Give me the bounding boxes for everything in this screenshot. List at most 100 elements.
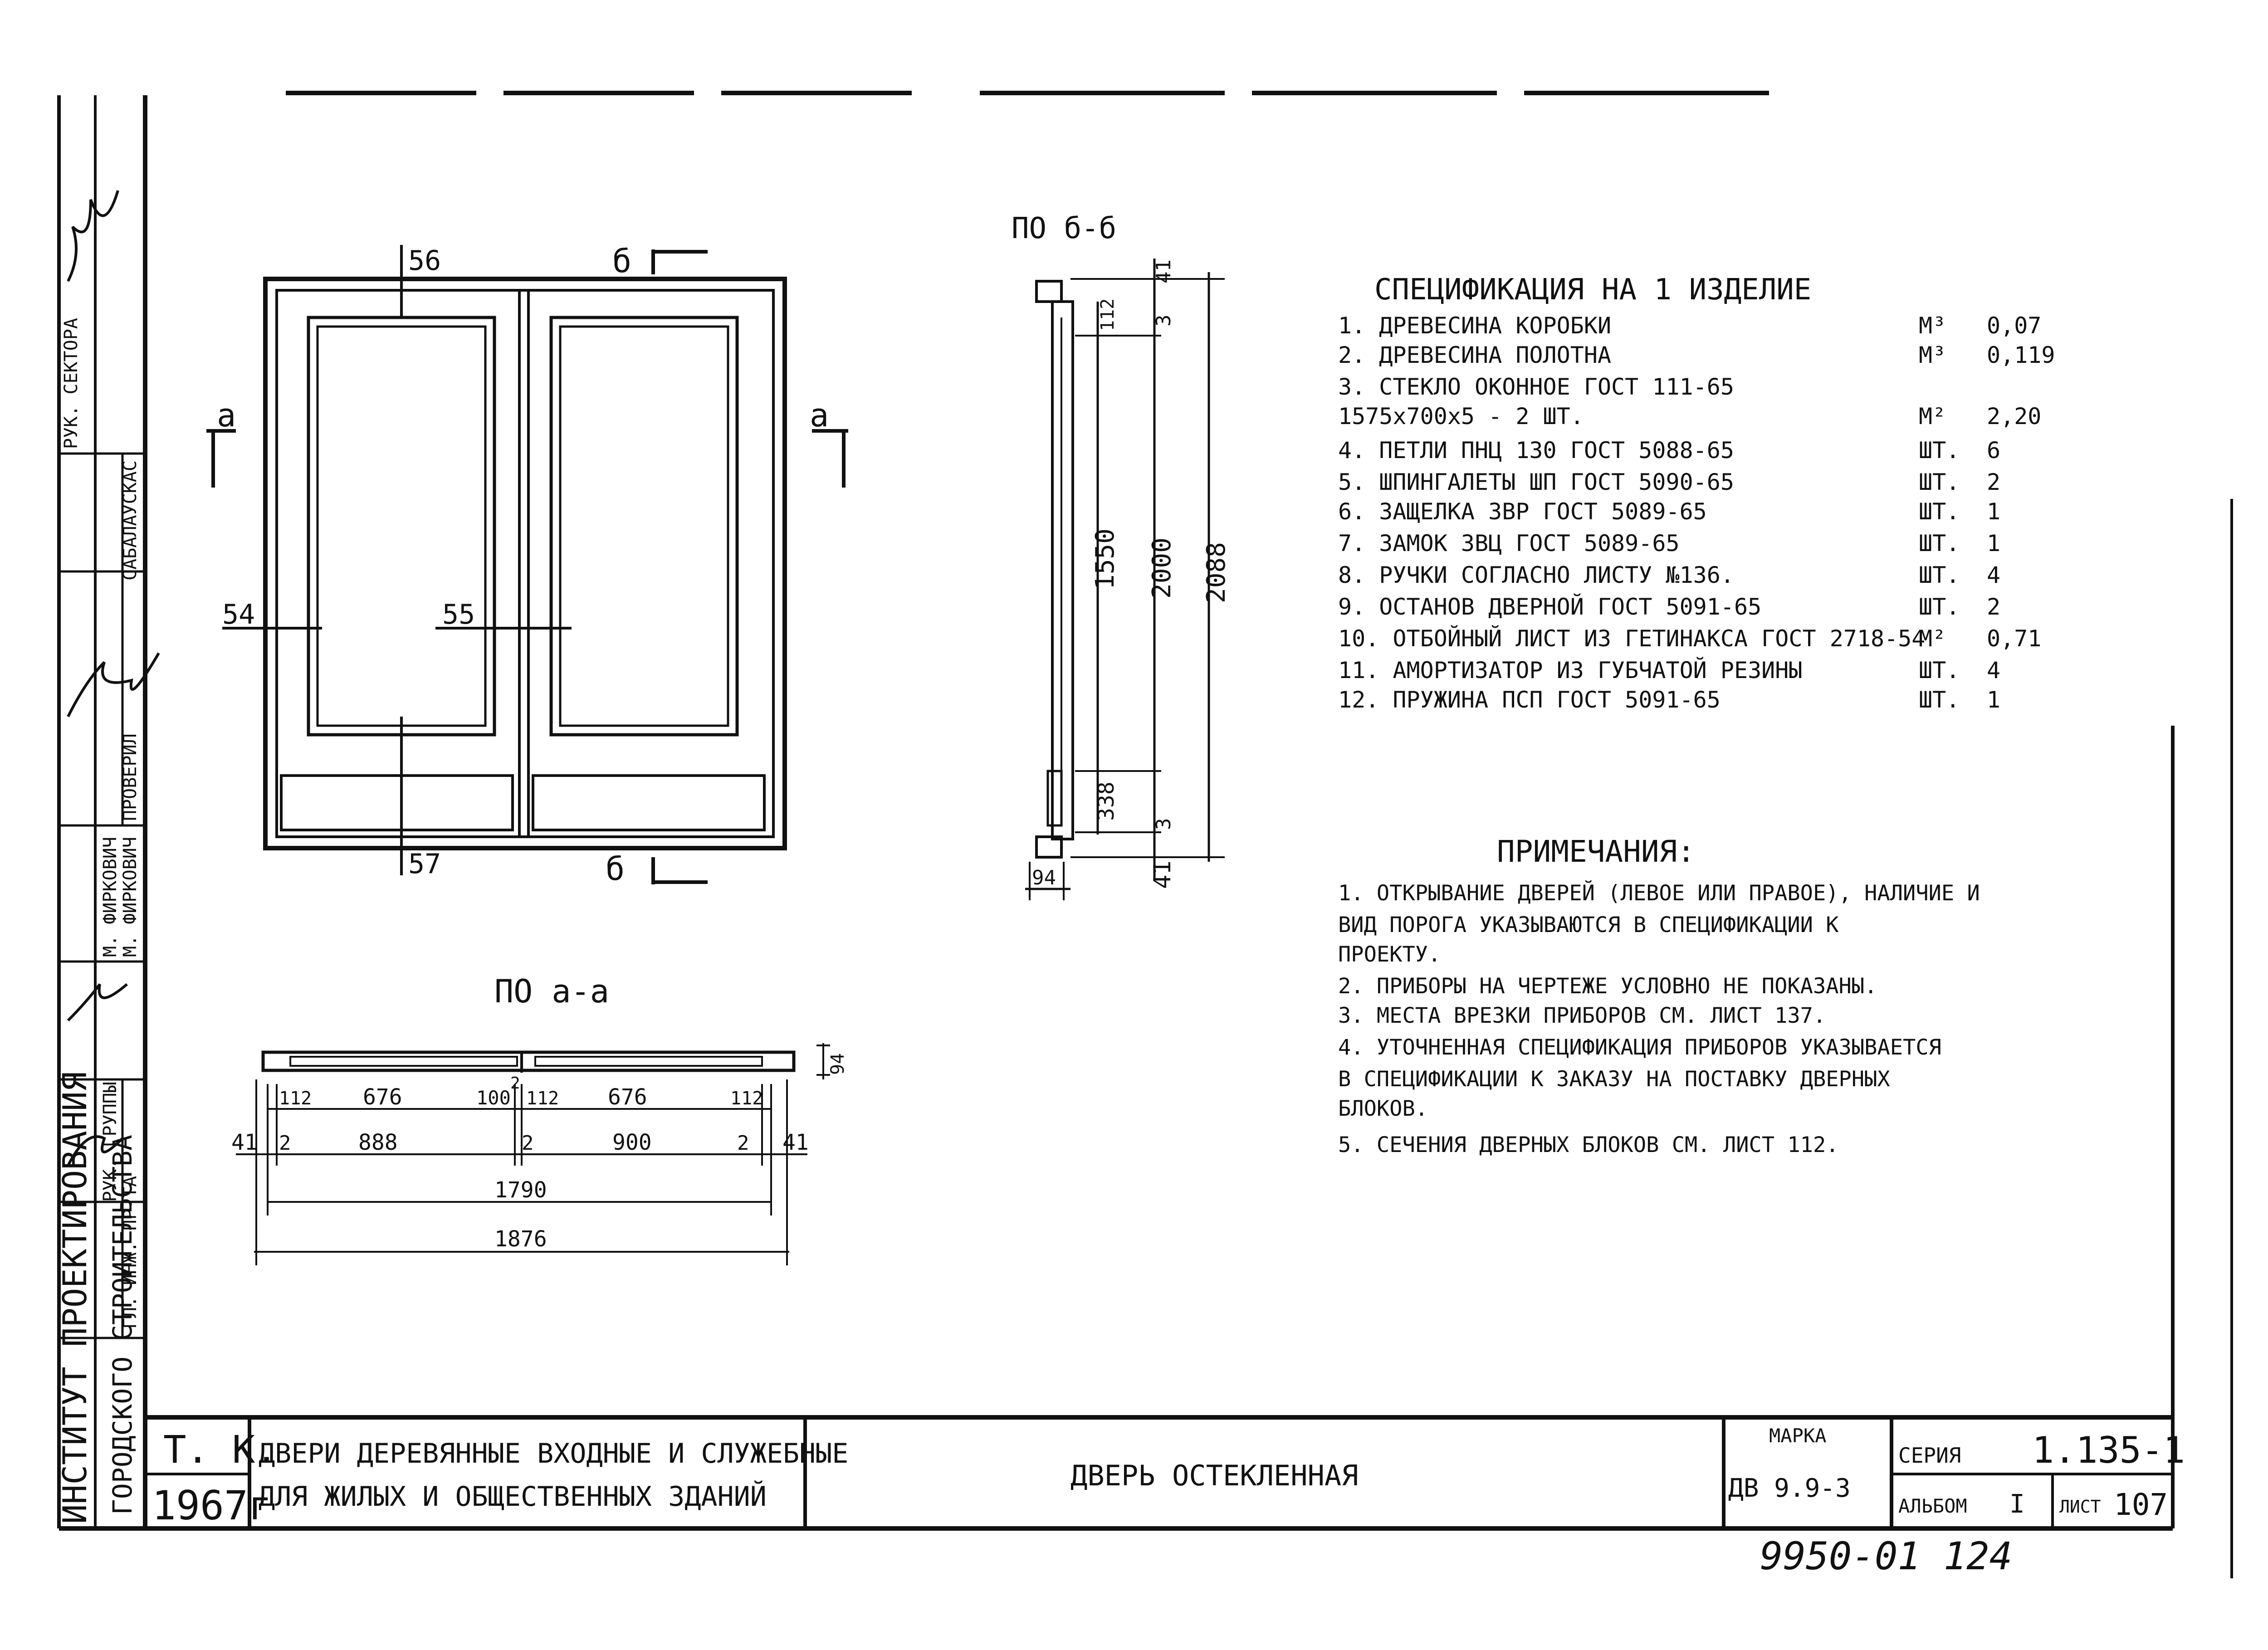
signature-marks xyxy=(67,190,160,1167)
aa-dim-112-a: 112 xyxy=(279,1088,312,1109)
spec-item: 12. ПРУЖИНА ПСП ГОСТ 5091-65 xyxy=(1338,687,1721,713)
note-line: В СПЕЦИФИКАЦИИ К ЗАКАЗУ НА ПОСТАВКУ ДВЕР… xyxy=(1338,1067,1890,1092)
bb-dim-41-top: 41 xyxy=(1152,259,1175,283)
spec-item: 1. ДРЕВЕСИНА КОРОБКИ xyxy=(1338,312,1611,339)
aa-dim-2-top: 2 xyxy=(510,1074,520,1093)
bb-dim-3-bottom: 3 xyxy=(1152,818,1175,830)
section-bb-title: ПО б-б xyxy=(1012,212,1116,245)
spec-item: 10. ОТБОЙНЫЙ ЛИСТ ИЗ ГЕТИНАКСА ГОСТ 2718… xyxy=(1338,625,1925,652)
spec-item: 2. ДРЕВЕСИНА ПОЛОТНА xyxy=(1338,342,1611,368)
spec-unit: М³ xyxy=(1919,342,1946,368)
spec-unit: ШТ. xyxy=(1919,530,1960,557)
aa-dim-2-a: 2 xyxy=(279,1132,291,1155)
note-line: ВИД ПОРОГА УКАЗЫВАЮТСЯ В СПЕЦИФИКАЦИИ К xyxy=(1338,913,1839,937)
note-line: БЛОКОВ. xyxy=(1338,1096,1428,1121)
side-role-4: ПРОВЕРИЛ xyxy=(120,733,141,821)
spec-unit: ШТ. xyxy=(1919,437,1960,464)
side-role-5: САБАЛАУСКАС xyxy=(120,460,141,581)
stamp-title-line1: ДВЕРИ ДЕРЕВЯННЫЕ ВХОДНЫЕ И СЛУЖЕБНЫЕ xyxy=(259,1438,848,1469)
spec-qty: 0,119 xyxy=(1987,342,2055,368)
elev-label-54: 54 xyxy=(222,599,255,630)
sheet-frame xyxy=(57,95,2233,1578)
aa-dim-94: 94 xyxy=(827,1053,848,1075)
spec-qty: 0,71 xyxy=(1987,625,2041,652)
stamp-album-label: АЛЬБОМ xyxy=(1898,1495,1967,1517)
stamp-drawing-name: ДВЕРЬ ОСТЕКЛЕННАЯ xyxy=(1070,1459,1359,1492)
spec-unit: ШТ. xyxy=(1919,562,1960,588)
spec-qty: 1 xyxy=(1987,498,2000,525)
spec-qty: 2 xyxy=(1987,594,2000,620)
bb-dim-2000: 2000 xyxy=(1147,537,1177,599)
bb-dim-94: 94 xyxy=(1032,866,1056,889)
spec-qty: 1 xyxy=(1987,687,2000,713)
stamp-tk: Т. К. xyxy=(163,1427,278,1472)
spec-qty: 4 xyxy=(1987,562,2000,588)
aa-dim-112-b: 112 xyxy=(526,1088,559,1109)
note-line: 2. ПРИБОРЫ НА ЧЕРТЕЖЕ УСЛОВНО НЕ ПОКАЗАН… xyxy=(1338,974,1877,999)
cut-b-top: б xyxy=(612,243,631,280)
spec-item: 5. ШПИНГАЛЕТЫ ШП ГОСТ 5090-65 xyxy=(1338,469,1734,495)
spec-item: 11. АМОРТИЗАТОР ИЗ ГУБЧАТОЙ РЕЗИНЫ xyxy=(1338,657,1803,683)
aa-dim-676-b: 676 xyxy=(608,1084,647,1110)
note-line: 1. ОТКРЫВАНИЕ ДВЕРЕЙ (ЛЕВОЕ ИЛИ ПРАВОЕ),… xyxy=(1338,881,1980,906)
spec-unit: М² xyxy=(1919,625,1946,652)
cut-a-right: а xyxy=(810,397,829,434)
spec-item: 7. ЗАМОК ЗВЦ ГОСТ 5089-65 xyxy=(1338,530,1680,557)
notes-list: 1. ОТКРЫВАНИЕ ДВЕРЕЙ (ЛЕВОЕ ИЛИ ПРАВОЕ),… xyxy=(1338,881,1980,1157)
spec-qty: 2,20 xyxy=(1987,403,2041,430)
stamp-seria-value: 1.135-1 xyxy=(2032,1429,2185,1471)
stamp-marka-label: МАРКА xyxy=(1769,1425,1826,1447)
elev-label-55: 55 xyxy=(442,599,475,630)
aa-dim-676-a: 676 xyxy=(363,1084,402,1110)
notes-title: ПРИМЕЧАНИЯ: xyxy=(1497,834,1695,869)
door-elevation xyxy=(206,245,848,884)
spec-qty: 4 xyxy=(1987,657,2000,683)
bb-dim-338: 338 xyxy=(1094,781,1119,821)
stamp-sheet-value: 107 xyxy=(2114,1487,2168,1522)
section-bb-drawing xyxy=(1025,259,1225,900)
aa-dim-41-right: 41 xyxy=(782,1130,809,1155)
side-institute: ИНСТИТУТ ПРОЕКТИРОВАНИЯ xyxy=(56,1072,94,1524)
side-role-2: М. ФИРКОВИЧ xyxy=(100,837,121,957)
spec-item: 4. ПЕТЛИ ПНЦ 130 ГОСТ 5088-65 xyxy=(1338,437,1734,464)
spec-unit: ШТ. xyxy=(1919,687,1960,713)
spec-item: 3. СТЕКЛО ОКОННОЕ ГОСТ 111-65 xyxy=(1338,374,1734,400)
note-line: 3. МЕСТА ВРЕЗКИ ПРИБОРОВ СМ. ЛИСТ 137. xyxy=(1338,1003,1826,1028)
spec-item: 1575х700х5 - 2 ШТ. xyxy=(1338,403,1584,430)
spec-qty: 0,07 xyxy=(1987,312,2041,339)
title-block xyxy=(145,1415,2173,1528)
cut-a-left: а xyxy=(217,397,236,434)
elev-label-57: 57 xyxy=(408,848,441,880)
side-institute-2: ГОРОДСКОГО СТРОИТЕЛЬСТВА xyxy=(107,1135,138,1515)
aa-dim-2-c: 2 xyxy=(737,1132,749,1155)
aa-dim-888: 888 xyxy=(358,1130,398,1155)
stamp-album-value: I xyxy=(2009,1489,2025,1519)
spec-unit: М² xyxy=(1919,403,1946,430)
spec-title: СПЕЦИФИКАЦИЯ НА 1 ИЗДЕЛИЕ xyxy=(1374,273,1811,307)
stamp-year: 1967г xyxy=(152,1482,272,1529)
spec-list: 1. ДРЕВЕСИНА КОРОБКИ М³ 0,07 2. ДРЕВЕСИН… xyxy=(1338,312,2055,713)
bb-dim-41-bottom: 41 xyxy=(1149,860,1176,889)
note-line: 5. СЕЧЕНИЯ ДВЕРНЫХ БЛОКОВ СМ. ЛИСТ 112. xyxy=(1338,1133,1839,1157)
stamp-inventory: 9950-01 124 xyxy=(1760,1534,2012,1578)
section-aa-title: ПО а-а xyxy=(494,973,609,1010)
side-role-6: РУК. СЕКТОРА xyxy=(61,318,82,449)
aa-dim-1876: 1876 xyxy=(494,1226,547,1252)
bb-dim-1550: 1550 xyxy=(1090,528,1120,590)
spec-unit: ШТ. xyxy=(1919,594,1960,620)
bb-dim-112: 112 xyxy=(1097,298,1118,331)
spec-qty: 6 xyxy=(1987,437,2000,464)
aa-dim-2-b: 2 xyxy=(522,1132,534,1155)
spec-unit: ШТ. xyxy=(1919,498,1960,525)
spec-unit: ШТ. xyxy=(1919,469,1960,495)
aa-dim-900: 900 xyxy=(612,1130,652,1155)
section-aa-drawing xyxy=(236,1043,830,1265)
stamp-title-line2: ДЛЯ ЖИЛЫХ И ОБЩЕСТВЕННЫХ ЗДАНИЙ xyxy=(259,1480,767,1513)
stamp-sheet-label: ЛИСТ xyxy=(2059,1497,2101,1517)
spec-item: 6. ЗАЩЕЛКА ЗВР ГОСТ 5089-65 xyxy=(1338,498,1707,525)
side-stamp xyxy=(59,452,145,1339)
spec-unit: М³ xyxy=(1919,312,1946,339)
side-role-0: ГЛ. ИНЖ. ПР-ТА xyxy=(120,1176,141,1329)
spec-qty: 2 xyxy=(1987,469,2000,495)
